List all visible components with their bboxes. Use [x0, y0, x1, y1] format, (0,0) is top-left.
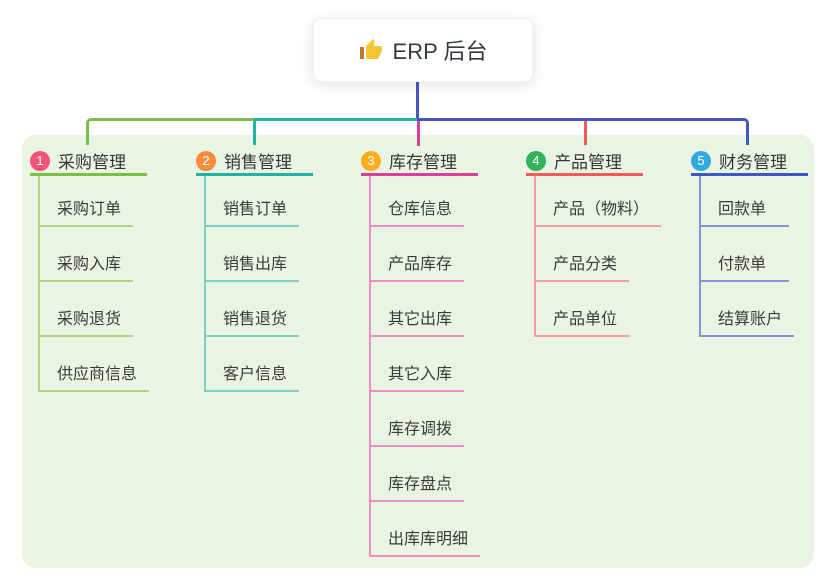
branch-product: 4 产品管理 产品（物料）产品分类产品单位: [526, 148, 686, 337]
child-node[interactable]: 产品（物料）: [536, 176, 662, 227]
root-label: ERP 后台: [392, 39, 488, 64]
branch-index-badge: 2: [196, 150, 216, 171]
child-node[interactable]: 结算账户: [701, 282, 795, 337]
child-list: 销售订单销售出库销售退货客户信息: [204, 176, 300, 392]
branch-header-inventory[interactable]: 3 库存管理: [361, 148, 478, 176]
child-node[interactable]: 采购入库: [40, 227, 134, 282]
branch-header-purchase[interactable]: 1 采购管理: [30, 148, 147, 176]
branch-header-sales[interactable]: 2 销售管理: [196, 148, 313, 176]
thumbs-up-icon: [359, 38, 383, 62]
child-node[interactable]: 付款单: [701, 227, 789, 282]
connector-drop-inventory: [417, 121, 420, 146]
branch-label: 产品管理: [554, 153, 622, 172]
branch-index-badge: 5: [691, 150, 711, 171]
child-node[interactable]: 客户信息: [206, 337, 300, 392]
child-list: 回款单付款单结算账户: [699, 176, 795, 337]
connector-drop-sales: [253, 121, 256, 145]
branch-label: 销售管理: [224, 153, 292, 172]
connector-trunk-left: [86, 118, 254, 145]
child-node[interactable]: 销售订单: [206, 176, 300, 227]
child-node[interactable]: 采购退货: [40, 282, 134, 337]
child-node[interactable]: 其它出库: [371, 282, 465, 337]
connector-trunk-middle: [254, 118, 418, 121]
child-node[interactable]: 仓库信息: [371, 176, 465, 227]
child-node[interactable]: 产品库存: [371, 227, 465, 282]
child-list: 仓库信息产品库存其它出库其它入库库存调拨库存盘点出库库明细: [369, 176, 481, 557]
child-node[interactable]: 库存盘点: [371, 447, 465, 502]
child-list: 采购订单采购入库采购退货供应商信息: [38, 176, 150, 392]
child-node[interactable]: 供应商信息: [40, 337, 150, 392]
connector-trunk-right: [417, 118, 749, 145]
connector-root-stem: [416, 82, 419, 119]
branch-sales: 2 销售管理 销售订单销售出库销售退货客户信息: [196, 148, 356, 392]
child-node[interactable]: 回款单: [701, 176, 789, 227]
branch-label: 库存管理: [389, 153, 457, 172]
root-node[interactable]: ERP 后台: [313, 18, 533, 82]
child-node[interactable]: 出库库明细: [371, 502, 481, 557]
child-node[interactable]: 销售退货: [206, 282, 300, 337]
child-node[interactable]: 产品分类: [536, 227, 630, 282]
branch-header-finance[interactable]: 5 财务管理: [691, 148, 808, 176]
connector-drop-product: [584, 121, 587, 145]
child-node[interactable]: 其它入库: [371, 337, 465, 392]
child-list: 产品（物料）产品分类产品单位: [534, 176, 662, 337]
child-node[interactable]: 采购订单: [40, 176, 134, 227]
branch-index-badge: 1: [30, 150, 50, 171]
child-node[interactable]: 库存调拨: [371, 392, 465, 447]
branch-finance: 5 财务管理 回款单付款单结算账户: [691, 148, 839, 337]
branches-panel: [22, 135, 814, 568]
branch-index-badge: 4: [526, 150, 546, 171]
branch-inventory: 3 库存管理 仓库信息产品库存其它出库其它入库库存调拨库存盘点出库库明细: [361, 148, 521, 557]
branch-label: 财务管理: [719, 153, 787, 172]
branch-label: 采购管理: [58, 153, 126, 172]
branch-purchase: 1 采购管理 采购订单采购入库采购退货供应商信息: [30, 148, 190, 392]
branch-index-badge: 3: [361, 150, 381, 171]
child-node[interactable]: 产品单位: [536, 282, 630, 337]
child-node[interactable]: 销售出库: [206, 227, 300, 282]
branch-header-product[interactable]: 4 产品管理: [526, 148, 643, 176]
